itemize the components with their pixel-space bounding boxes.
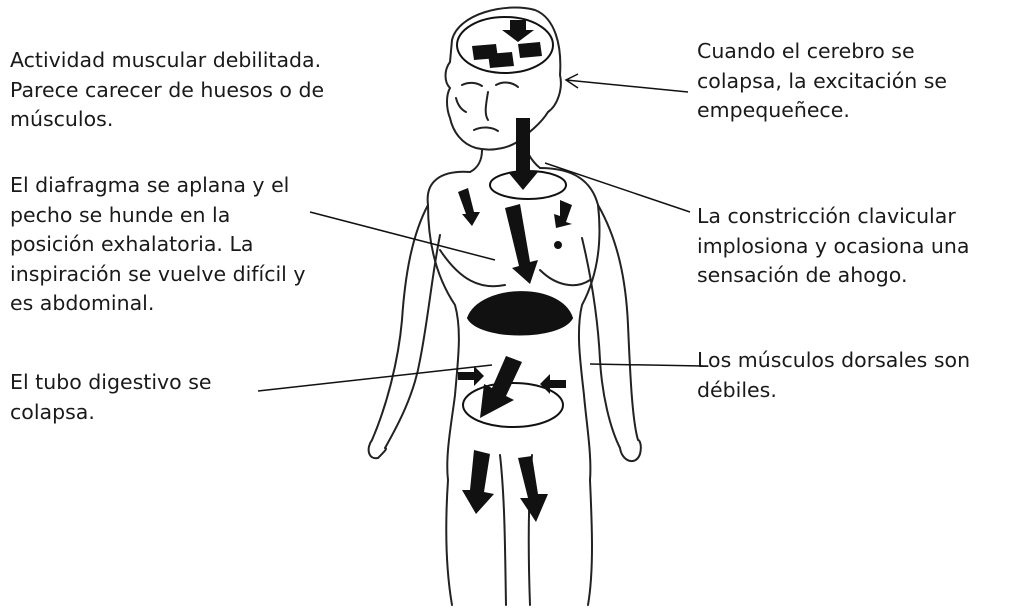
torso-outline xyxy=(426,167,601,481)
right-arm-outline xyxy=(581,204,642,463)
label-diaphragm: El diafragma se aplana y el pecho se hun… xyxy=(10,173,306,315)
brain-arrow xyxy=(488,52,514,68)
brain-arrow xyxy=(518,42,542,58)
face-features xyxy=(455,81,519,132)
side-arrow xyxy=(458,188,480,226)
chest-arrow xyxy=(505,204,538,284)
diaphragm-shape xyxy=(466,291,574,336)
abdomen-arrow xyxy=(458,366,484,386)
spine-arrow xyxy=(508,118,538,190)
side-arrow xyxy=(554,200,572,228)
pointer-line-clavicular xyxy=(544,162,691,213)
pointer-line-brain-head xyxy=(564,73,579,89)
left-arm-outline xyxy=(367,204,441,460)
label-brain-collapse: Cuando el cerebro se colapsa, la excitac… xyxy=(697,39,948,122)
pointer-line-digestive xyxy=(257,364,493,392)
brain-arrow xyxy=(502,20,534,42)
label-muscular-activity: Actividad muscular debilitada. Parece ca… xyxy=(10,48,325,131)
leg-arrow xyxy=(462,450,494,514)
digestive-shape xyxy=(462,382,564,428)
abdomen-arrow xyxy=(540,374,566,394)
label-digestive-tube: El tubo digestivo se colapsa. xyxy=(10,370,212,424)
pointer-line-dorsal xyxy=(589,363,704,367)
chest-dot xyxy=(554,241,562,249)
label-clavicular-constriction: La constricción clavicular implosiona y … xyxy=(697,204,970,287)
label-dorsal-muscles: Los músculos dorsales son débiles. xyxy=(697,348,971,402)
abdomen-arrow xyxy=(480,356,522,418)
brain-shape xyxy=(456,16,554,74)
leg-arrow xyxy=(518,456,548,522)
chest-detail xyxy=(439,249,591,288)
legs-outline xyxy=(445,454,593,606)
pointer-line-diaphragm xyxy=(309,211,496,261)
pointer-line-brain xyxy=(565,79,689,93)
